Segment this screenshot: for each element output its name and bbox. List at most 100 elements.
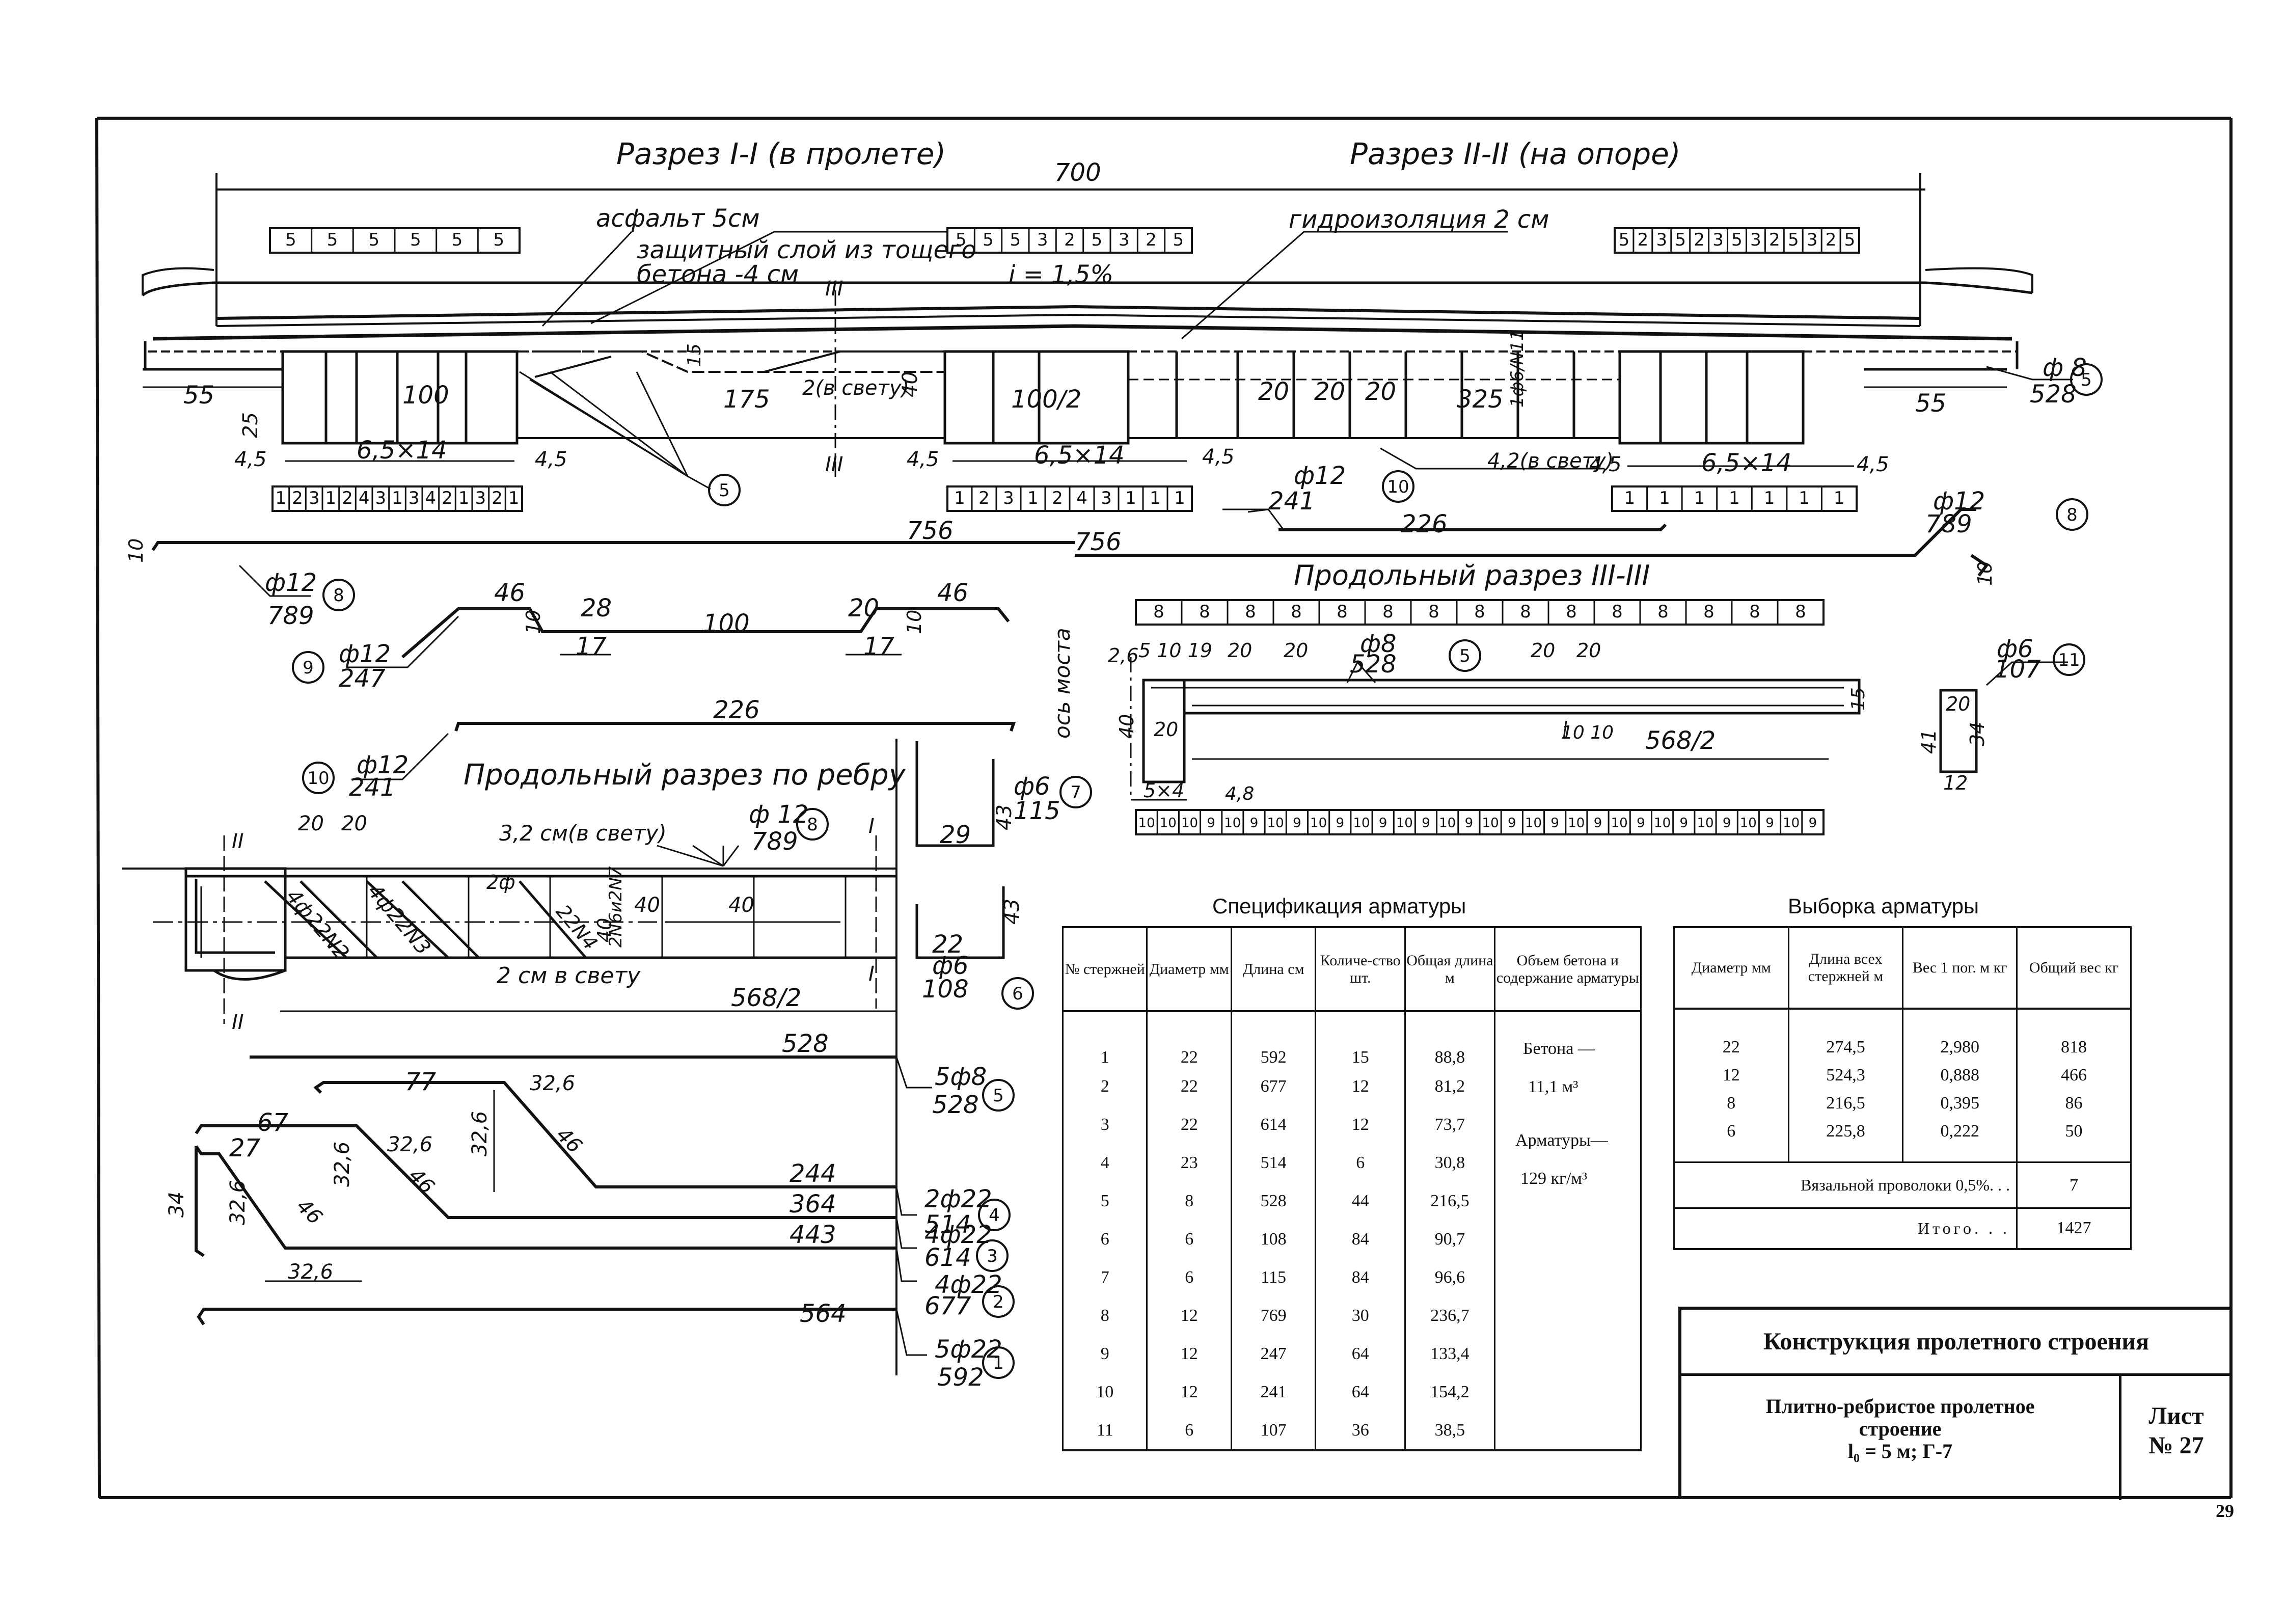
spec-cell: 96,6: [1404, 1258, 1495, 1296]
section-mark-i-bottom: I: [868, 962, 875, 986]
strip-number: 8: [1337, 602, 1348, 622]
longitudinal-section-title: Продольный разрез III-III: [1294, 559, 1650, 591]
spec-cell: 36: [1315, 1411, 1406, 1450]
strip-number: 2: [1146, 230, 1157, 250]
title-main: Конструкция пролетного строения: [1681, 1310, 2231, 1376]
strip-number: 10: [1525, 816, 1542, 831]
strip-number: 2: [1052, 488, 1063, 508]
dim-55-right: 55: [1915, 389, 1946, 418]
strip-number: 5: [327, 230, 338, 250]
spec-cell: 12: [1146, 1296, 1232, 1335]
dim-326-d: 32,6: [468, 1111, 492, 1156]
dim-326-a: 32,6: [530, 1072, 575, 1095]
dim-326-c: 32,6: [288, 1260, 333, 1284]
sample-cell: 466: [2016, 1057, 2132, 1085]
dim-17-b: 17: [863, 632, 895, 661]
clear-42-label: 4,2(в свету): [1487, 449, 1614, 473]
dim-100: 100: [402, 381, 449, 410]
strip-number: 10: [1482, 816, 1499, 831]
strip-number: 3: [475, 488, 486, 508]
strip-number: 2: [492, 488, 503, 508]
spec-cell: 6: [1062, 1220, 1148, 1258]
dim-107: 107: [1994, 655, 2041, 684]
wire-value: 7: [2016, 1162, 2132, 1209]
strip-number: 5: [956, 230, 967, 250]
dim-40-rib-b: 40: [728, 894, 754, 917]
strip-number: 2: [1638, 230, 1649, 250]
waterproofing-label: гидроизоляция 2 см: [1289, 205, 1549, 234]
strip-number: 10: [1654, 816, 1671, 831]
spec-cell: 81,2: [1404, 1067, 1495, 1105]
sample-cell: 8: [1673, 1085, 1789, 1113]
rib-2f: 2ф: [486, 871, 515, 894]
dim-5-10-19: 5 10 19: [1138, 639, 1212, 662]
sheet-number: № 27: [2148, 1432, 2204, 1459]
spec-header: Объем бетона и содержание арматуры: [1493, 926, 1642, 1012]
strip-number: 2: [1064, 230, 1075, 250]
long-bars: [151, 508, 1989, 780]
spec-cell: 241: [1230, 1373, 1317, 1411]
strip-number: 2: [978, 488, 990, 508]
sample-cell: 6: [1673, 1113, 1789, 1141]
dim-65x14-a: 6,5×14: [357, 436, 447, 465]
circle-8-c: 8: [807, 815, 818, 835]
spec-header: Длина см: [1230, 926, 1317, 1012]
sample-cell: 2,980: [1902, 1009, 2018, 1057]
bar-f12-10-top: ф12: [1294, 462, 1346, 490]
sample-cell: 225,8: [1787, 1113, 1904, 1141]
dim-45-f: 4,5: [1857, 453, 1889, 476]
circle-2: 2: [993, 1292, 1004, 1312]
strip-number: 10: [1396, 816, 1413, 831]
strip-number: 4: [359, 488, 370, 508]
spec-header: Общая длина м: [1404, 926, 1495, 1012]
spec-cell: 9: [1062, 1335, 1148, 1373]
sample-cell: 274,5: [1787, 1009, 1904, 1057]
strip-number: 8: [1382, 602, 1394, 622]
section-1-title: Разрез I-I (в пролете): [616, 137, 946, 171]
strip-number: 8: [1245, 602, 1256, 622]
spec-cell: 12: [1315, 1067, 1406, 1105]
strip-number: 1: [1125, 488, 1136, 508]
dim-12: 12: [1943, 772, 1968, 794]
dim-46-sched-b: 46: [404, 1164, 439, 1199]
bar-2f22-4: 2ф22: [924, 1185, 992, 1213]
strip-number: 3: [1003, 488, 1014, 508]
strip-number: 10: [1138, 816, 1155, 831]
strip-frames: [269, 227, 1860, 835]
dim-77: 77: [405, 1068, 437, 1096]
strip-number: 5: [452, 230, 463, 250]
spec-cell-empty: [1493, 1335, 1642, 1373]
cross-section: [142, 173, 2073, 490]
spec-cell: 12: [1315, 1105, 1406, 1144]
spec-cell: 44: [1315, 1182, 1406, 1220]
strip-number: 5: [1788, 230, 1799, 250]
strip-number: 5: [983, 230, 994, 250]
dim-756-right: 756: [1075, 528, 1122, 556]
dim-364: 364: [790, 1190, 836, 1219]
spec-header: Количе-ство шт.: [1315, 926, 1406, 1012]
strip-number: 8: [1657, 602, 1669, 622]
title-sub-3: l₀ = 5 м; Г-7: [1847, 1440, 1953, 1463]
circle-9: 9: [303, 658, 314, 678]
dim-20-long-d: 20: [1576, 639, 1601, 662]
spec-cell-empty: [1493, 1144, 1642, 1182]
rebar-value: 129 кг/м³: [1520, 1169, 1588, 1188]
dim-325: 325: [1457, 385, 1504, 414]
rib-4f22n3: 4ф22N3: [363, 880, 435, 960]
dim-25: 25: [239, 412, 262, 438]
clear-2-label: 2(в свету): [802, 376, 909, 400]
circle-10-b: 10: [307, 768, 329, 789]
strip-number: 10: [1267, 816, 1284, 831]
strip-number: 1: [392, 488, 403, 508]
total-value: 1427: [2016, 1208, 2132, 1249]
spec-cell: 30,8: [1404, 1144, 1495, 1182]
dim-175: 175: [723, 385, 770, 414]
spec-cell: 22: [1146, 1105, 1232, 1144]
strip-number: 10: [1740, 816, 1757, 831]
dim-115: 115: [1014, 797, 1060, 825]
sample-table: Диаметр мм Длина всех стержней м Вес 1 п…: [1673, 926, 2132, 1250]
